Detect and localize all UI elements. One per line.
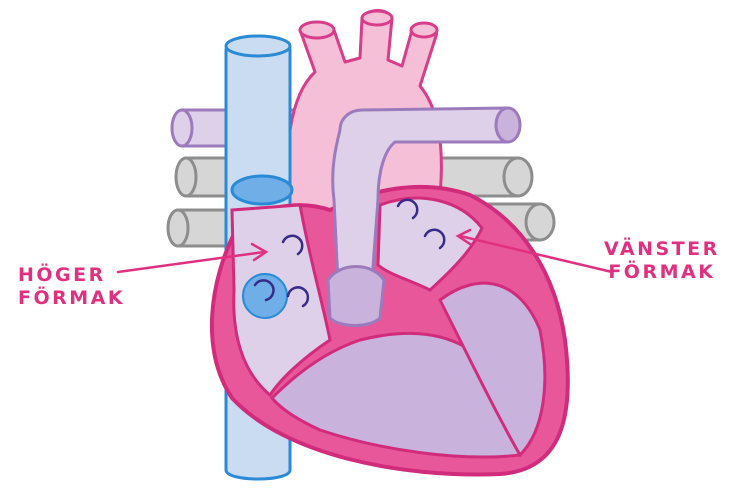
label-hoger-line2: FÖRMAK (18, 287, 125, 310)
label-vanster-line1: VÄNSTER (604, 238, 720, 261)
label-hoger-line1: HÖGER (18, 264, 125, 287)
label-vanster-line2: FÖRMAK (604, 261, 720, 284)
label-vanster-formak: VÄNSTER FÖRMAK (604, 238, 720, 284)
label-hoger-formak: HÖGER FÖRMAK (18, 264, 125, 310)
